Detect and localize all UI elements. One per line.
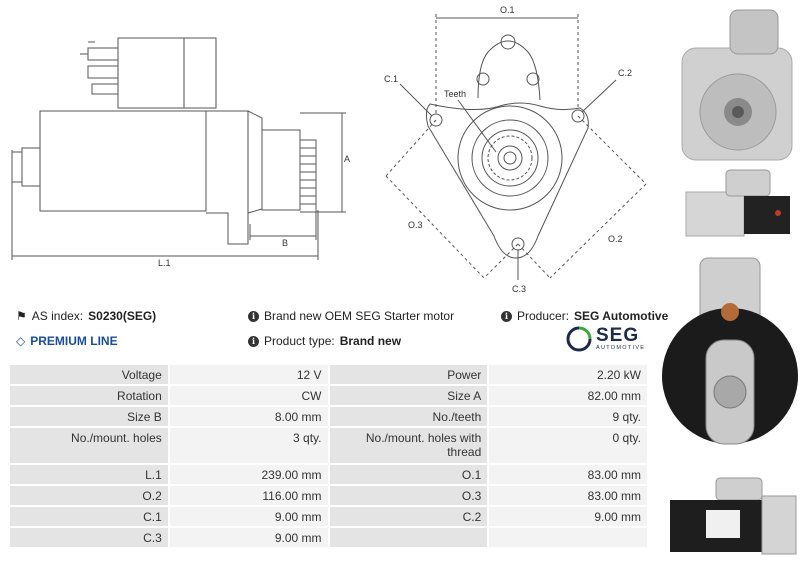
spec-label: C.2 xyxy=(329,507,488,526)
photo-starter-side xyxy=(685,169,790,237)
table-row: No./mount. holes 3 qty. No./mount. holes… xyxy=(10,428,647,463)
spec-value: CW xyxy=(169,386,328,405)
dim-c1-label: C.1 xyxy=(384,74,398,84)
photo-starter-label-side xyxy=(670,477,797,555)
solenoid-body xyxy=(117,37,185,109)
spec-label: O.3 xyxy=(329,486,488,505)
spec-label: O.2 xyxy=(10,486,168,505)
spec-value: 83.00 mm xyxy=(489,465,647,484)
specs-table: Voltage 12 V Power 2.20 kW Rotation CW S… xyxy=(8,363,649,549)
spec-label: Size B xyxy=(10,407,168,426)
motor-body xyxy=(39,110,207,212)
info-icon: i xyxy=(501,310,512,322)
spec-label: L.1 xyxy=(10,465,168,484)
dim-o2-label: O.2 xyxy=(608,234,623,244)
spec-value: 9.00 mm xyxy=(169,528,328,547)
spec-value: 116.00 mm xyxy=(169,486,328,505)
brand-note-row: i Brand new OEM SEG Starter motor xyxy=(248,309,454,323)
info-icon: i xyxy=(248,310,259,322)
spec-value: 9.00 mm xyxy=(169,507,328,526)
product-photos xyxy=(662,9,798,555)
dim-c3-label: C.3 xyxy=(512,284,526,294)
as-index-label: AS index: xyxy=(31,309,84,323)
product-type-value: Brand new xyxy=(339,334,402,348)
spec-value: 82.00 mm xyxy=(489,386,647,405)
dim-a-label: A xyxy=(344,154,350,164)
dim-c2-label: C.2 xyxy=(618,68,632,78)
spec-value: 239.00 mm xyxy=(169,465,328,484)
spec-value: 9.00 mm xyxy=(489,507,647,526)
table-row: C.1 9.00 mm C.2 9.00 mm xyxy=(10,507,647,526)
diamond-icon: ◇ xyxy=(16,334,26,348)
dim-o3-label: O.3 xyxy=(408,220,423,230)
flange-outline xyxy=(425,102,589,259)
photo-starter-front xyxy=(681,9,793,161)
seg-logo-name: SEG xyxy=(596,325,640,346)
brand-note: Brand new OEM SEG Starter motor xyxy=(264,309,455,323)
spec-label: No./mount. holes xyxy=(10,428,168,463)
seg-logo-mark-icon xyxy=(566,326,592,352)
spec-label: O.1 xyxy=(329,465,488,484)
dim-o1-label: O.1 xyxy=(500,5,515,15)
photo-starter-rear xyxy=(662,257,798,445)
table-row: Size B 8.00 mm No./teeth 9 qty. xyxy=(10,407,647,426)
producer-row: i Producer: SEG Automotive xyxy=(501,309,668,323)
spec-value: 3 qty. xyxy=(169,428,328,463)
technical-drawing: A B L.1 O.1 O.2 O.3 C.1 C.2 C.3 Teeth xyxy=(11,5,647,294)
table-row: L.1 239.00 mm O.1 83.00 mm xyxy=(10,465,647,484)
spec-value: 8.00 mm xyxy=(169,407,328,426)
as-index-value: S0230(SEG) xyxy=(88,309,157,323)
product-type-row: i Product type: Brand new xyxy=(248,334,401,348)
table-row: O.2 116.00 mm O.3 83.00 mm xyxy=(10,486,647,505)
as-index-row: ⚑ AS index: S0230(SEG) xyxy=(16,309,156,323)
spec-label: Voltage xyxy=(10,365,168,384)
spec-value xyxy=(489,528,647,547)
spec-label xyxy=(329,528,488,547)
spec-value: 12 V xyxy=(169,365,328,384)
spec-label: Size A xyxy=(329,386,488,405)
premium-line-row: ◇ PREMIUM LINE xyxy=(16,334,118,348)
table-row: C.3 9.00 mm xyxy=(10,528,647,547)
dim-b-label: B xyxy=(282,238,288,248)
dim-l1-label: L.1 xyxy=(158,258,171,268)
spec-label: Power xyxy=(329,365,488,384)
producer-value: SEG Automotive xyxy=(574,309,669,323)
spec-label: No./mount. holes with thread xyxy=(329,428,488,463)
table-row: Voltage 12 V Power 2.20 kW xyxy=(10,365,647,384)
premium-line-label: PREMIUM LINE xyxy=(30,334,118,348)
seg-logo-sub: AUTOMOTIVE xyxy=(596,345,646,351)
spec-label: Rotation xyxy=(10,386,168,405)
tag-icon: ⚑ xyxy=(16,309,27,323)
spec-value: 83.00 mm xyxy=(489,486,647,505)
spec-value: 2.20 kW xyxy=(489,365,647,384)
producer-label: Producer: xyxy=(517,309,570,323)
teeth-label: Teeth xyxy=(444,89,466,99)
spec-label: C.1 xyxy=(10,507,168,526)
product-type-label: Product type: xyxy=(264,334,335,348)
info-icon: i xyxy=(248,335,259,347)
spec-label: No./teeth xyxy=(329,407,488,426)
table-row: Rotation CW Size A 82.00 mm xyxy=(10,386,647,405)
spec-label: C.3 xyxy=(10,528,168,547)
seg-logo: SEG AUTOMOTIVE xyxy=(566,326,645,352)
spec-value: 0 qty. xyxy=(489,428,647,463)
spec-value: 9 qty. xyxy=(489,407,647,426)
